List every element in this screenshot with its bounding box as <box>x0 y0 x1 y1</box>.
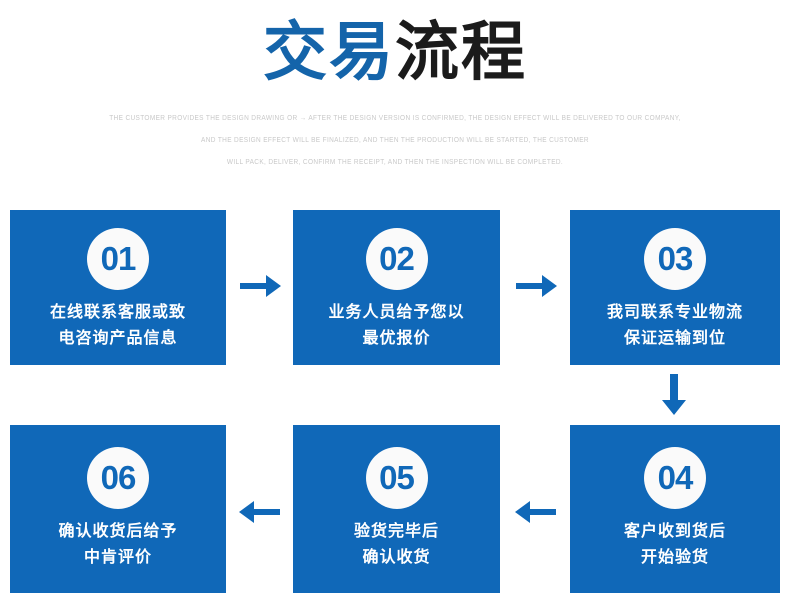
step-card-01: 01 在线联系客服或致 电咨询产品信息 <box>10 210 226 365</box>
step-text-03: 我司联系专业物流 保证运输到位 <box>607 300 743 352</box>
step-number-badge-03: 03 <box>644 228 706 290</box>
step-card-05: 05 验货完毕后 确认收货 <box>293 425 500 593</box>
subtitle-line-1: THE CUSTOMER PROVIDES THE DESIGN DRAWING… <box>109 114 681 123</box>
step-card-02: 02 业务人员给予您以 最优报价 <box>293 210 500 365</box>
step-text-02-line-1: 业务人员给予您以 <box>328 304 465 321</box>
step-text-04: 客户收到货后 开始验货 <box>624 519 726 571</box>
subtitle-block: THE CUSTOMER PROVIDES THE DESIGN DRAWING… <box>0 108 790 174</box>
step-text-06-line-2: 中肯评价 <box>83 549 152 566</box>
arrow-right-icon-01-to-02 <box>236 262 284 310</box>
step-text-05-line-2: 确认收货 <box>362 549 431 566</box>
page-title-rest: 流程 <box>395 16 527 88</box>
step-text-01-line-2: 电咨询产品信息 <box>58 330 178 347</box>
page-title-highlight: 交易 <box>263 16 395 88</box>
step-text-02: 业务人员给予您以 最优报价 <box>328 300 464 352</box>
page-title: 交易流程 <box>0 16 790 88</box>
step-number-badge-01: 01 <box>87 228 149 290</box>
step-number-badge-04: 04 <box>644 447 706 509</box>
step-text-04-line-2: 开始验货 <box>640 549 709 566</box>
step-text-03-line-1: 我司联系专业物流 <box>606 304 743 321</box>
step-number-badge-06: 06 <box>87 447 149 509</box>
step-text-01-line-1: 在线联系客服或致 <box>49 304 186 321</box>
arrow-right-icon-02-to-03 <box>512 262 560 310</box>
arrow-down-icon-03-to-04 <box>652 372 696 418</box>
step-number-badge-05: 05 <box>365 447 428 509</box>
step-text-02-line-2: 最优报价 <box>362 330 431 347</box>
subtitle-line-2: AND THE DESIGN EFFECT WILL BE FINALIZED,… <box>201 136 589 145</box>
step-text-05-line-1: 验货完毕后 <box>353 523 439 540</box>
step-card-06: 06 确认收货后给予 中肯评价 <box>10 425 226 593</box>
header-section: 交易流程 THE CUSTOMER PROVIDES THE DESIGN DR… <box>0 0 790 200</box>
step-text-06: 确认收货后给予 中肯评价 <box>58 519 177 571</box>
subtitle-line-3: WILL PACK, DELIVER, CONFIRM THE RECEIPT,… <box>226 158 564 167</box>
step-card-04: 04 客户收到货后 开始验货 <box>570 425 780 593</box>
step-text-06-line-1: 确认收货后给予 <box>58 523 178 540</box>
process-flow: 01 在线联系客服或致 电咨询产品信息 02 业务人员给予您以 最优报价 <box>0 200 790 612</box>
step-text-05: 验货完毕后 确认收货 <box>354 519 439 571</box>
step-text-04-line-1: 客户收到货后 <box>623 523 726 540</box>
step-text-03-line-2: 保证运输到位 <box>623 330 726 347</box>
step-text-01: 在线联系客服或致 电咨询产品信息 <box>50 300 186 352</box>
arrow-left-icon-04-to-05 <box>512 488 560 536</box>
step-number-badge-02: 02 <box>365 228 428 290</box>
step-card-03: 03 我司联系专业物流 保证运输到位 <box>570 210 780 365</box>
arrow-left-icon-05-to-06 <box>236 488 284 536</box>
